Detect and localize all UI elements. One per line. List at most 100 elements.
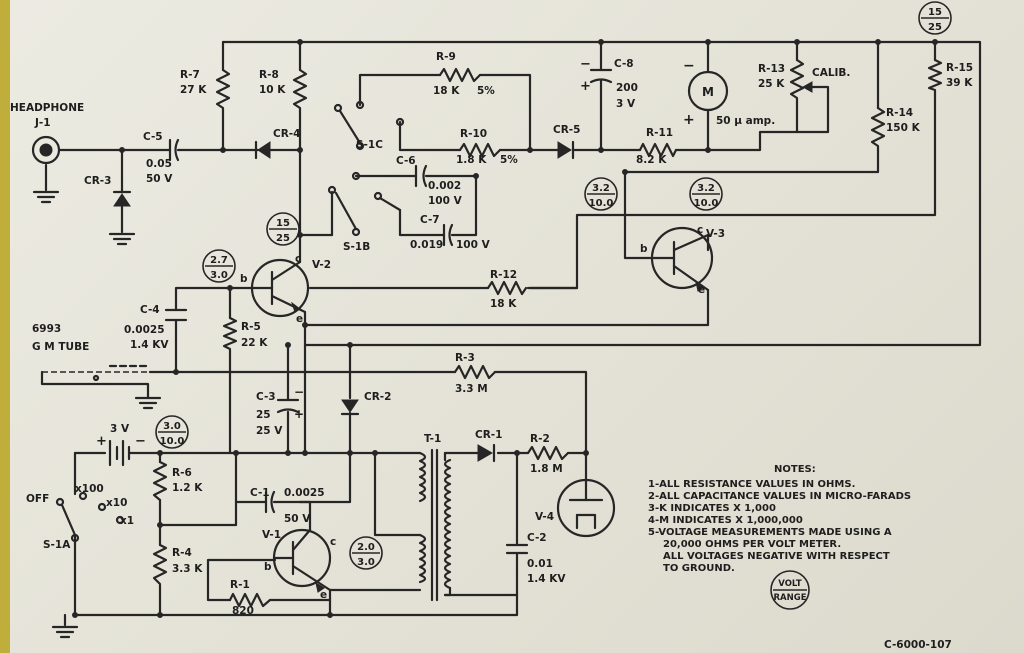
c2-capacitor-symbol (505, 543, 529, 555)
volt-range-legend: VOLT RANGE (770, 570, 810, 610)
svg-text:e: e (296, 313, 303, 325)
volt-bubble-v2-base: 2.7 3.0 (202, 249, 236, 283)
r10-resistor-symbol (458, 142, 502, 158)
svg-text:V-1: V-1 (262, 529, 281, 541)
svg-text:V-4: V-4 (535, 511, 554, 523)
s1c-switch-symbol (333, 100, 405, 151)
notes-block: NOTES: 1-ALL RESISTANCE VALUES IN OHMS. … (648, 464, 911, 574)
c1-capacitor-symbol (234, 490, 302, 514)
svg-text:b: b (264, 561, 272, 573)
gm-tube-symbol (40, 364, 162, 410)
svg-text:50 V: 50 V (284, 513, 311, 525)
svg-text:VOLT: VOLT (778, 579, 802, 589)
svg-text:150 K: 150 K (886, 122, 921, 134)
svg-text:ALL VOLTAGES NEGATIVE WITH RES: ALL VOLTAGES NEGATIVE WITH RESPECT (663, 551, 890, 562)
r11-resistor-symbol (638, 142, 678, 158)
svg-text:25: 25 (256, 409, 271, 421)
r3-resistor-symbol (453, 364, 497, 380)
r2-resistor-symbol (526, 445, 570, 461)
svg-text:CR-5: CR-5 (553, 124, 580, 136)
svg-text:0.01: 0.01 (527, 558, 553, 570)
r12-resistor-symbol (486, 280, 528, 296)
svg-text:1.4 KV: 1.4 KV (130, 339, 169, 351)
svg-text:R-15: R-15 (946, 62, 973, 74)
svg-text:39 K: 39 K (946, 77, 973, 89)
svg-text:3-K INDICATES X 1,000: 3-K INDICATES X 1,000 (648, 503, 776, 514)
svg-text:25 V: 25 V (256, 425, 283, 437)
svg-text:R-6: R-6 (172, 467, 192, 479)
component-labels: HEADPHONE J-1 R-7 27 K R-8 10 K C-5 0.05… (10, 51, 973, 617)
svg-text:CR-1: CR-1 (475, 429, 502, 441)
svg-text:1.4 KV: 1.4 KV (527, 573, 566, 585)
r6-resistor-symbol (152, 460, 168, 502)
c4-capacitor-symbol (164, 308, 188, 322)
svg-text:22 K: 22 K (241, 337, 268, 349)
c7-capacitor-symbol (442, 223, 454, 247)
svg-text:10.0: 10.0 (589, 198, 614, 209)
junction-dots (72, 39, 938, 618)
v3-transistor-symbol (650, 226, 714, 292)
svg-text:3.3 M: 3.3 M (455, 383, 488, 395)
svg-text:C-1: C-1 (250, 487, 270, 499)
svg-text:V-2: V-2 (312, 259, 331, 271)
volt-bubble-v2-collector: 15 25 (266, 212, 300, 246)
svg-text:0.0025: 0.0025 (124, 324, 165, 336)
svg-text:S-1A: S-1A (43, 539, 71, 551)
svg-text:OFF: OFF (26, 493, 49, 505)
svg-text:1.2 K: 1.2 K (172, 482, 203, 494)
svg-text:15: 15 (928, 7, 942, 18)
volt-bubble-v3-base: 3.2 10.0 (584, 177, 618, 211)
r8-resistor-symbol (292, 68, 308, 114)
svg-text:820: 820 (232, 605, 254, 617)
c3-capacitor-symbol (276, 398, 300, 414)
headphone-jack-symbol (31, 135, 61, 204)
svg-text:M: M (702, 85, 714, 99)
s1b-switch-symbol (327, 171, 402, 237)
svg-text:8.2 K: 8.2 K (636, 154, 667, 166)
svg-text:R-8: R-8 (259, 69, 279, 81)
svg-text:2.0: 2.0 (357, 542, 375, 553)
svg-text:C-3: C-3 (256, 391, 276, 403)
svg-text:c: c (295, 253, 301, 265)
svg-text:R-1: R-1 (230, 579, 250, 591)
r15-resistor-symbol (927, 58, 943, 97)
notes-title: NOTES: (774, 464, 816, 475)
r14-resistor-symbol (870, 106, 886, 152)
svg-text:R-12: R-12 (490, 269, 517, 281)
svg-text:C-5: C-5 (143, 131, 163, 143)
svg-text:18 K: 18 K (433, 85, 460, 97)
svg-text:200: 200 (616, 82, 638, 94)
svg-text:5-VOLTAGE MEASUREMENTS MADE US: 5-VOLTAGE MEASUREMENTS MADE USING A (648, 527, 892, 538)
svg-text:R-9: R-9 (436, 51, 456, 63)
svg-text:0.002: 0.002 (428, 180, 461, 192)
c6-capacitor-symbol (414, 164, 428, 188)
svg-text:e: e (320, 589, 327, 601)
svg-text:C-7: C-7 (420, 214, 440, 226)
svg-text:b: b (640, 243, 648, 255)
svg-text:25: 25 (928, 22, 942, 33)
c8-capacitor-symbol (589, 68, 613, 84)
t1-transformer-symbol (418, 448, 452, 602)
r4-resistor-symbol (152, 543, 168, 586)
svg-text:+: + (683, 112, 695, 128)
svg-text:R-7: R-7 (180, 69, 200, 81)
r1-resistor-symbol (228, 592, 272, 608)
volt-bubble-battery: 3.0 10.0 (155, 415, 189, 449)
svg-text:R-5: R-5 (241, 321, 261, 333)
svg-text:100 V: 100 V (456, 239, 491, 251)
svg-text:x1: x1 (120, 515, 134, 527)
v4-tube-symbol (556, 478, 616, 538)
volt-bubble-v1-collector: 2.0 3.0 (349, 536, 383, 570)
svg-text:15: 15 (276, 218, 290, 229)
svg-text:20,000 OHMS PER VOLT METER.: 20,000 OHMS PER VOLT METER. (663, 539, 841, 550)
svg-text:25: 25 (276, 233, 290, 244)
svg-text:−: − (294, 385, 304, 399)
svg-text:−: − (683, 58, 695, 74)
svg-text:b: b (240, 273, 248, 285)
svg-text:2.7: 2.7 (210, 255, 228, 266)
r7-resistor-symbol (215, 68, 231, 114)
svg-text:−: − (135, 434, 146, 449)
cr2-diode-symbol (340, 399, 360, 416)
svg-text:3.0: 3.0 (210, 270, 228, 281)
svg-text:R-2: R-2 (530, 433, 550, 445)
